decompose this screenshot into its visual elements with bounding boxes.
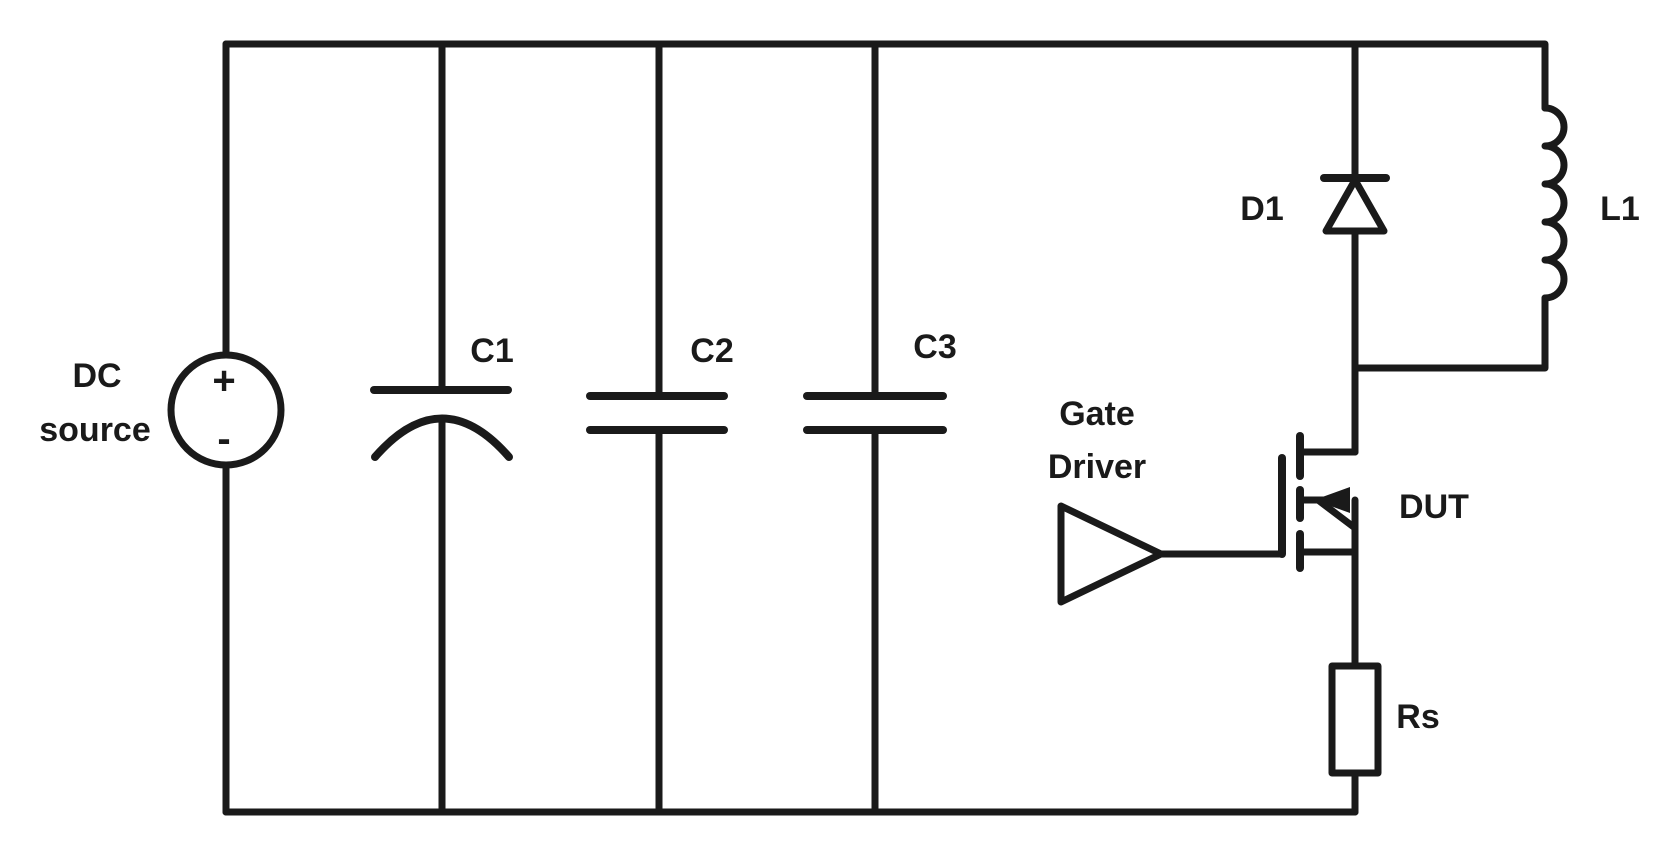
l1-coil xyxy=(1541,104,1568,302)
mosfet-dut: DUT xyxy=(1278,432,1469,670)
diode-d1: D1 xyxy=(1240,40,1390,456)
c2-label: C2 xyxy=(690,332,733,370)
source-label-line2: source xyxy=(39,411,151,449)
driver-label-line1: Gate xyxy=(1059,395,1135,433)
rs-label: Rs xyxy=(1396,698,1439,736)
dut-body-source-link xyxy=(1314,496,1359,532)
c3-label: C3 xyxy=(913,328,956,366)
source-plus-sign: + xyxy=(212,359,235,403)
d1-label: D1 xyxy=(1240,190,1283,228)
gate-driver: Gate Driver xyxy=(1048,395,1286,606)
rs-body xyxy=(1328,662,1382,777)
dut-body-arrow xyxy=(1314,487,1350,513)
c1-label: C1 xyxy=(470,332,513,370)
source-label-line1: DC xyxy=(72,357,121,395)
dc-source: + - DC source xyxy=(39,40,285,816)
resistor-rs: Rs xyxy=(1328,662,1440,816)
l1-return-wire xyxy=(1351,294,1549,372)
dut-label: DUT xyxy=(1399,488,1469,526)
d1-anode-triangle xyxy=(1322,176,1388,235)
top-rail-wire xyxy=(222,40,1549,112)
capacitor-c3: C3 xyxy=(803,40,957,816)
gate-driver-triangle xyxy=(1057,502,1165,606)
driver-label-line2: Driver xyxy=(1048,448,1146,486)
capacitor-c1: C1 xyxy=(370,40,514,816)
inductor-l1: L1 xyxy=(1351,104,1640,372)
source-minus-sign: - xyxy=(217,417,230,461)
l1-label: L1 xyxy=(1600,190,1640,228)
capacitor-c2: C2 xyxy=(586,40,734,816)
